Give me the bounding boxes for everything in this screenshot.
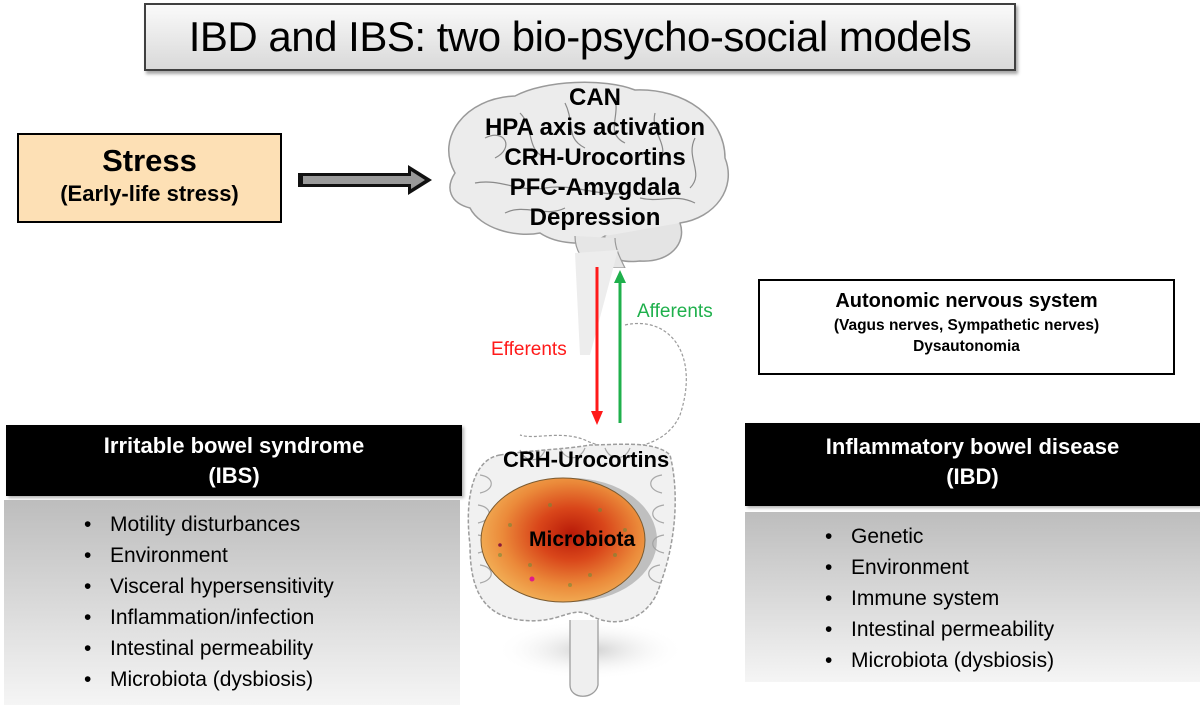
- autonomic-nervous-system-box: Autonomic nervous system (Vagus nerves, …: [758, 279, 1175, 375]
- ans-dysautonomia: Dysautonomia: [913, 338, 1020, 355]
- ans-title: Autonomic nervous system: [835, 290, 1098, 312]
- efferents-label: Efferents: [491, 339, 567, 360]
- diagram-title-box: IBD and IBS: two bio-psycho-social model…: [144, 3, 1016, 71]
- ibs-title: Irritable bowel syndrome: [103, 433, 365, 458]
- diagram-title: IBD and IBS: two bio-psycho-social model…: [188, 13, 972, 60]
- brain-factor: PFC-Amygdala: [509, 174, 681, 201]
- microbiota-label: Microbiota: [529, 528, 636, 551]
- ans-subtitle: (Vagus nerves, Sympathetic nerves): [833, 317, 1100, 334]
- ibd-panel-header: Inflammatory bowel disease (IBD): [745, 423, 1200, 506]
- brain-illustration: [448, 81, 730, 268]
- ibs-factors-panel: Motility disturbances Environment Viscer…: [4, 500, 460, 705]
- ibd-factor: Microbiota (dysbiosis): [825, 645, 1200, 676]
- ibs-abbreviation: (IBS): [208, 463, 260, 488]
- stress-to-brain-arrow-icon: [298, 165, 432, 195]
- brain-factor: HPA axis activation: [484, 114, 706, 141]
- stress-box: Stress (Early-life stress): [17, 133, 282, 223]
- ibs-factor-list: Motility disturbances Environment Viscer…: [84, 509, 460, 695]
- ibd-factors-panel: Genetic Environment Immune system Intest…: [745, 512, 1200, 682]
- brain-factor: CRH-Urocortins: [504, 144, 686, 171]
- gut-crh-urocortins-label: CRH-Urocortins: [503, 447, 670, 472]
- ibs-factor: Inflammation/infection: [84, 602, 460, 633]
- digestive-tract-illustration: [467, 250, 687, 697]
- ibs-factor: Motility disturbances: [84, 509, 460, 540]
- ibd-factor: Intestinal permeability: [825, 614, 1200, 645]
- ibd-abbreviation: (IBD): [946, 464, 999, 489]
- brain-factors: CAN HPA axis activation CRH-Urocortins P…: [470, 83, 720, 233]
- ibs-factor: Microbiota (dysbiosis): [84, 664, 460, 695]
- ibd-title: Inflammatory bowel disease: [825, 434, 1120, 459]
- brain-factor: Depression: [529, 204, 661, 231]
- afferents-label: Afferents: [637, 301, 713, 322]
- brain-factor: CAN: [569, 84, 621, 111]
- ibd-factor: Genetic: [825, 521, 1200, 552]
- ibs-factor: Environment: [84, 540, 460, 571]
- ibs-panel-header: Irritable bowel syndrome (IBS): [6, 425, 462, 496]
- ibd-factor-list: Genetic Environment Immune system Intest…: [825, 521, 1200, 676]
- stress-subtitle: (Early-life stress): [60, 181, 239, 206]
- ibs-factor: Intestinal permeability: [84, 633, 460, 664]
- stress-title: Stress: [102, 143, 197, 178]
- ibd-factor: Immune system: [825, 583, 1200, 614]
- ibd-factor: Environment: [825, 552, 1200, 583]
- ibs-factor: Visceral hypersensitivity: [84, 571, 460, 602]
